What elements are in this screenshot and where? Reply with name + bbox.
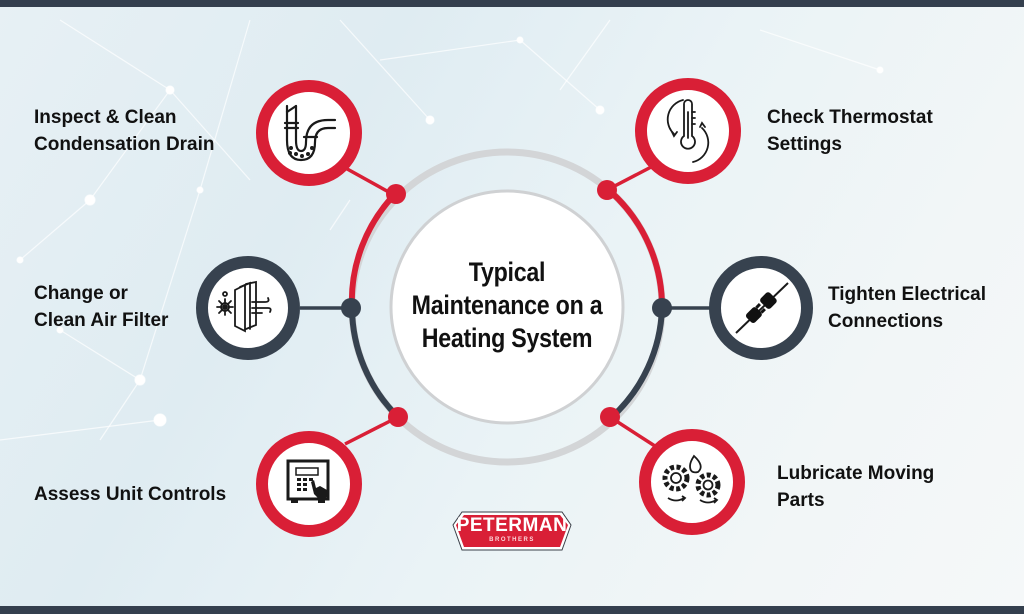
bottom-bar xyxy=(0,606,1024,614)
air-filter-icon xyxy=(216,280,272,333)
logo: PETERMAN BROTHERS xyxy=(452,511,572,551)
top-bar xyxy=(0,0,1024,7)
ring-arc-right-dark xyxy=(609,307,665,420)
item-drain-circle xyxy=(256,80,362,186)
network-background xyxy=(0,19,884,441)
item-controls-circle xyxy=(256,431,362,537)
plug-icon xyxy=(735,282,789,334)
item-lubricate-circle xyxy=(639,429,745,535)
dot-electrical xyxy=(652,298,672,318)
label-drain: Inspect & Clean Condensation Drain xyxy=(34,107,215,155)
logo-name: PETERMAN xyxy=(456,515,568,536)
ring-arc-right-red xyxy=(608,189,666,309)
logo-subtitle: BROTHERS xyxy=(489,537,535,543)
dot-lubricate xyxy=(600,407,620,427)
control-panel-icon xyxy=(286,459,330,503)
center-circle xyxy=(389,189,625,425)
item-filter-circle xyxy=(196,256,300,360)
label-electrical: Tighten Electrical Connections xyxy=(828,284,987,332)
dot-controls xyxy=(388,407,408,427)
page-title: Typical Maintenance on a Heating System xyxy=(411,257,603,353)
logo-badge xyxy=(452,511,572,551)
item-thermostat-circle xyxy=(635,78,741,184)
dot-thermostat xyxy=(597,180,617,200)
dot-filter xyxy=(341,298,361,318)
pipe-drain-icon xyxy=(283,104,337,162)
ring-arc-left-red xyxy=(348,190,399,309)
item-electrical-circle xyxy=(709,256,813,360)
label-thermostat: Check Thermostat Settings xyxy=(767,107,933,155)
gears-oil-icon xyxy=(662,454,721,504)
thermostat-icon xyxy=(666,99,710,163)
dot-drain xyxy=(386,184,406,204)
ring-arc-left-dark xyxy=(349,307,401,420)
label-filter: Change or Clean Air Filter xyxy=(34,283,169,331)
label-lubricate: Lubricate Moving Parts xyxy=(777,463,935,511)
label-controls: Assess Unit Controls xyxy=(34,484,227,505)
